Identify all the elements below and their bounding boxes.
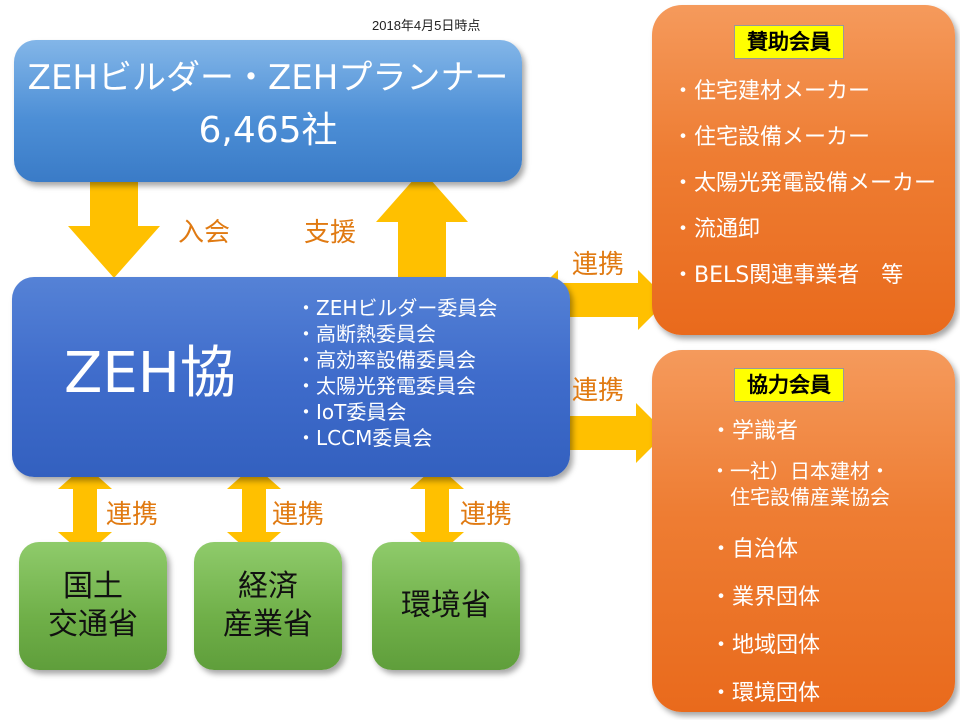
link-label-support: 連携 [572, 250, 625, 280]
support-label: 支援 [304, 218, 357, 248]
list-item: ・学識者 [710, 419, 799, 444]
ministry-name: 経済 [238, 569, 298, 604]
ministry-name: 国土 [63, 569, 123, 604]
join-label: 入会 [178, 218, 231, 248]
list-item: 住宅設備産業協会 [730, 485, 890, 509]
committee-item: ・IoT委員会 [296, 400, 407, 424]
list-item: ・流通卸 [672, 217, 761, 242]
list-item: ・住宅建材メーカー [672, 79, 871, 104]
ministry-mlit-box: 国土 交通省 [19, 542, 167, 670]
committee-item: ・LCCM委員会 [296, 426, 433, 450]
list-item: ・太陽光発電設備メーカー [672, 171, 937, 196]
supporting-members-list: ・住宅建材メーカー ・住宅設備メーカー ・太陽光発電設備メーカー ・流通卸 ・B… [672, 69, 936, 299]
link-label-ministry3: 連携 [460, 500, 513, 530]
join-arrow [68, 176, 160, 278]
ministry3-link-arrow [410, 465, 464, 556]
supporting-members-box: 賛助会員 ・住宅建材メーカー ・住宅設備メーカー ・太陽光発電設備メーカー ・流… [652, 5, 955, 335]
ministry-name: 産業省 [223, 607, 313, 642]
cooperating-members-box: 協力会員 ・学識者 ・一社）日本建材・ 住宅設備産業協会 ・自治体 ・業界団体 … [652, 350, 955, 712]
list-item: ・一社）日本建材・ [710, 459, 890, 483]
cooperating-members-title: 協力会員 [734, 368, 844, 402]
ministry-env-box: 環境省 [372, 542, 520, 670]
ministry-name: 交通省 [48, 607, 138, 642]
ministry2-link-arrow [227, 465, 281, 556]
date-note: 2018年4月5日時点 [372, 18, 481, 33]
link-label-ministry1: 連携 [106, 500, 159, 530]
committee-item: ・高効率設備委員会 [296, 348, 476, 372]
ministry1-link-arrow [58, 465, 112, 556]
builders-title: ZEHビルダー・ZEHプランナー [27, 58, 509, 98]
committee-item: ・ZEHビルダー委員会 [296, 296, 498, 320]
list-item: ・環境団体 [710, 681, 821, 706]
list-item: ・住宅設備メーカー [672, 125, 871, 150]
committee-item: ・高断熱委員会 [296, 322, 436, 346]
supporting-members-title: 賛助会員 [734, 25, 844, 59]
list-item: ・BELS関連事業者 等 [672, 263, 904, 288]
list-item: ・地域団体 [710, 633, 821, 658]
committee-item: ・太陽光発電委員会 [296, 374, 476, 398]
list-item: ・自治体 [710, 537, 799, 562]
link-label-ministry2: 連携 [272, 500, 325, 530]
builders-box: ZEHビルダー・ZEHプランナー 6,465社 [14, 40, 522, 182]
builders-count: 6,465社 [198, 110, 338, 151]
ministry-name: 環境省 [401, 588, 491, 623]
cooperating-members-list: ・学識者 ・一社）日本建材・ 住宅設備産業協会 ・自治体 ・業界団体 ・地域団体… [710, 414, 890, 718]
association-name: ZEH協 [64, 341, 236, 406]
link-label-coop: 連携 [572, 376, 625, 406]
list-item: ・業界団体 [710, 585, 821, 610]
committee-list: ・ZEHビルダー委員会 ・高断熱委員会 ・高効率設備委員会 ・太陽光発電委員会 … [296, 295, 497, 451]
support-arrow [376, 170, 468, 282]
ministry-meti-box: 経済 産業省 [194, 542, 342, 670]
association-box: ZEH協 ・ZEHビルダー委員会 ・高断熱委員会 ・高効率設備委員会 ・太陽光発… [12, 277, 570, 477]
